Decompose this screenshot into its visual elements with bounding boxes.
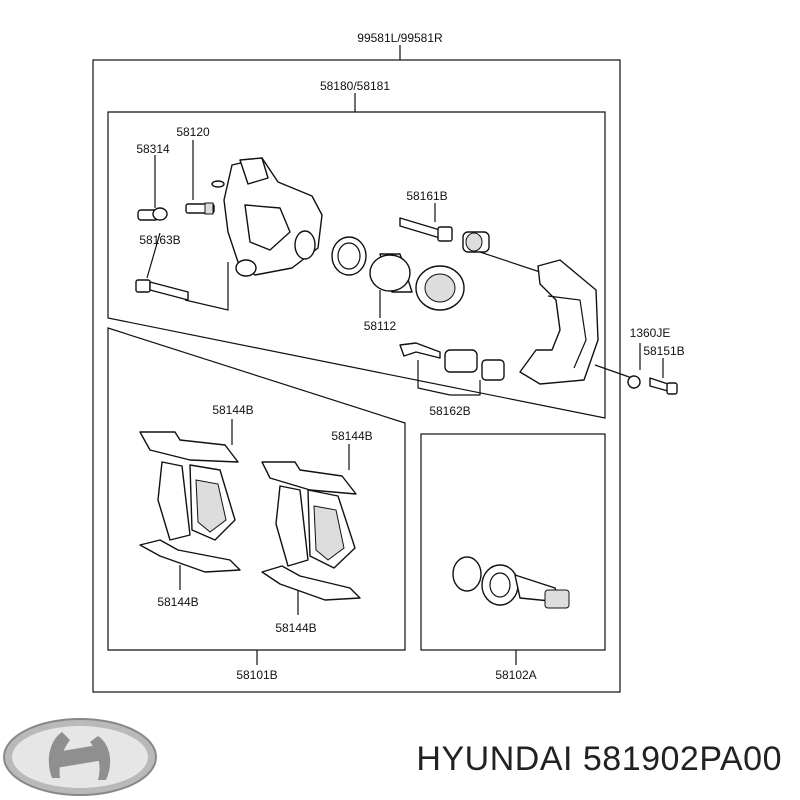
label-seal-kit: 58102A — [495, 668, 536, 682]
bleeder-screw-part — [185, 202, 215, 215]
piston-boot-part — [415, 265, 465, 311]
label-shim-3: 58144B — [157, 595, 198, 609]
label-bleeder-cap: 58314 — [136, 142, 170, 156]
label-bleeder-screw: 58120 — [176, 125, 210, 139]
seal-kit-part — [452, 556, 570, 609]
label-bracket-bolt: 58151B — [643, 344, 684, 358]
seal-frame — [420, 433, 606, 651]
label-bolt: 58163B — [139, 233, 180, 247]
caliper-bolt-part — [135, 279, 189, 301]
pad-set-left — [139, 431, 241, 573]
label-washer: 1360JE — [630, 326, 671, 340]
label-guide-kit: 58162B — [429, 404, 470, 418]
washer-part — [627, 375, 641, 389]
bleeder-cap-part — [137, 207, 168, 221]
caliper-frame — [107, 111, 606, 419]
pad-frame — [107, 327, 406, 651]
piston-seal-part — [331, 236, 367, 276]
bracket-bolt-part — [649, 377, 678, 395]
label-shim-4: 58144B — [275, 621, 316, 635]
pad-set-right — [261, 461, 361, 601]
label-piston: 58112 — [364, 319, 397, 333]
label-shim-1: 58144B — [212, 403, 253, 417]
piston-part — [369, 253, 413, 293]
label-shim-2: 58144B — [331, 429, 372, 443]
hyundai-logo-icon — [3, 718, 157, 796]
guide-kit-part — [399, 342, 505, 381]
label-pad-kit: 58101B — [236, 668, 277, 682]
guide-rod-part — [399, 217, 490, 253]
label-assembly-top: 99581L/99581R — [357, 31, 443, 45]
brand-text: HYUNDAI 581902PA00 — [416, 740, 782, 778]
label-caliper-assy: 58180/58181 — [320, 79, 390, 93]
label-guide-rod: 58161B — [406, 189, 447, 203]
outer-frame — [92, 59, 621, 693]
caliper-bracket-part — [519, 259, 599, 385]
caliper-body-part — [223, 157, 323, 277]
